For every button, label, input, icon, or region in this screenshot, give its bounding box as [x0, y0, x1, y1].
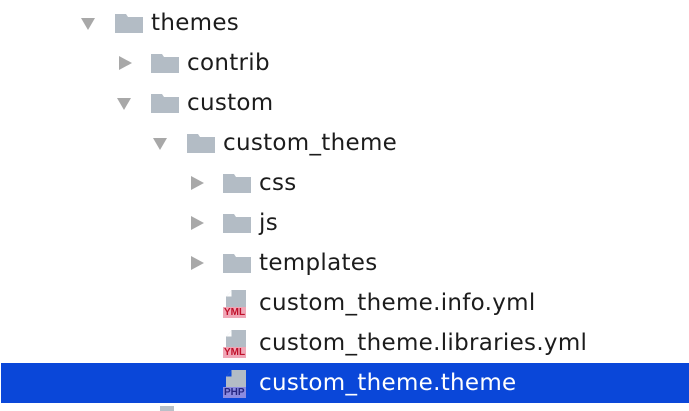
- file-type-badge: PHP: [223, 387, 246, 398]
- chevron-down-icon[interactable]: [152, 135, 168, 151]
- partial-file-icon: [160, 406, 174, 411]
- tree-item-label: themes: [151, 10, 240, 36]
- folder-icon: [223, 174, 253, 194]
- file-type-badge: YML: [223, 307, 247, 318]
- tree-item-custom[interactable]: custom: [1, 83, 689, 123]
- tree-item-templates[interactable]: templates: [1, 243, 689, 283]
- tree-item-label: custom_theme.libraries.yml: [259, 330, 588, 356]
- tree-item-label: custom_theme: [223, 130, 398, 156]
- folder-icon: [223, 214, 253, 234]
- tree-item-themes[interactable]: themes: [1, 3, 689, 43]
- php-file-icon: PHP: [222, 370, 254, 398]
- yml-file-icon: YML: [222, 290, 254, 318]
- tree-item-custom-theme[interactable]: custom_theme: [1, 123, 689, 163]
- folder-icon: [223, 254, 253, 274]
- chevron-right-icon[interactable]: [189, 175, 205, 191]
- file-type-badge: YML: [223, 347, 247, 358]
- folder-icon: [151, 54, 181, 74]
- tree-item-label: custom_theme.info.yml: [259, 290, 536, 316]
- chevron-down-icon[interactable]: [80, 15, 96, 31]
- folder-icon: [187, 134, 217, 154]
- tree-item-label: contrib: [187, 50, 270, 76]
- chevron-right-icon[interactable]: [117, 55, 133, 71]
- folder-icon: [115, 14, 145, 34]
- tree-item-label: js: [259, 210, 278, 236]
- yml-file-icon: YML: [222, 330, 254, 358]
- tree-item-theme-file[interactable]: PHP custom_theme.theme: [1, 363, 689, 403]
- tree-item-info-yml[interactable]: YML custom_theme.info.yml: [1, 283, 689, 323]
- folder-icon: [151, 94, 181, 114]
- tree-item-label: custom: [187, 90, 274, 116]
- tree-item-contrib[interactable]: contrib: [1, 43, 689, 83]
- chevron-right-icon[interactable]: [189, 215, 205, 231]
- tree-item-label: custom_theme.theme: [259, 370, 517, 396]
- tree-item-label: templates: [259, 250, 378, 276]
- tree-item-label: css: [259, 170, 297, 196]
- tree-item-css[interactable]: css: [1, 163, 689, 203]
- chevron-right-icon[interactable]: [189, 255, 205, 271]
- tree-item-libraries-yml[interactable]: YML custom_theme.libraries.yml: [1, 323, 689, 363]
- chevron-down-icon[interactable]: [116, 95, 132, 111]
- tree-item-js[interactable]: js: [1, 203, 689, 243]
